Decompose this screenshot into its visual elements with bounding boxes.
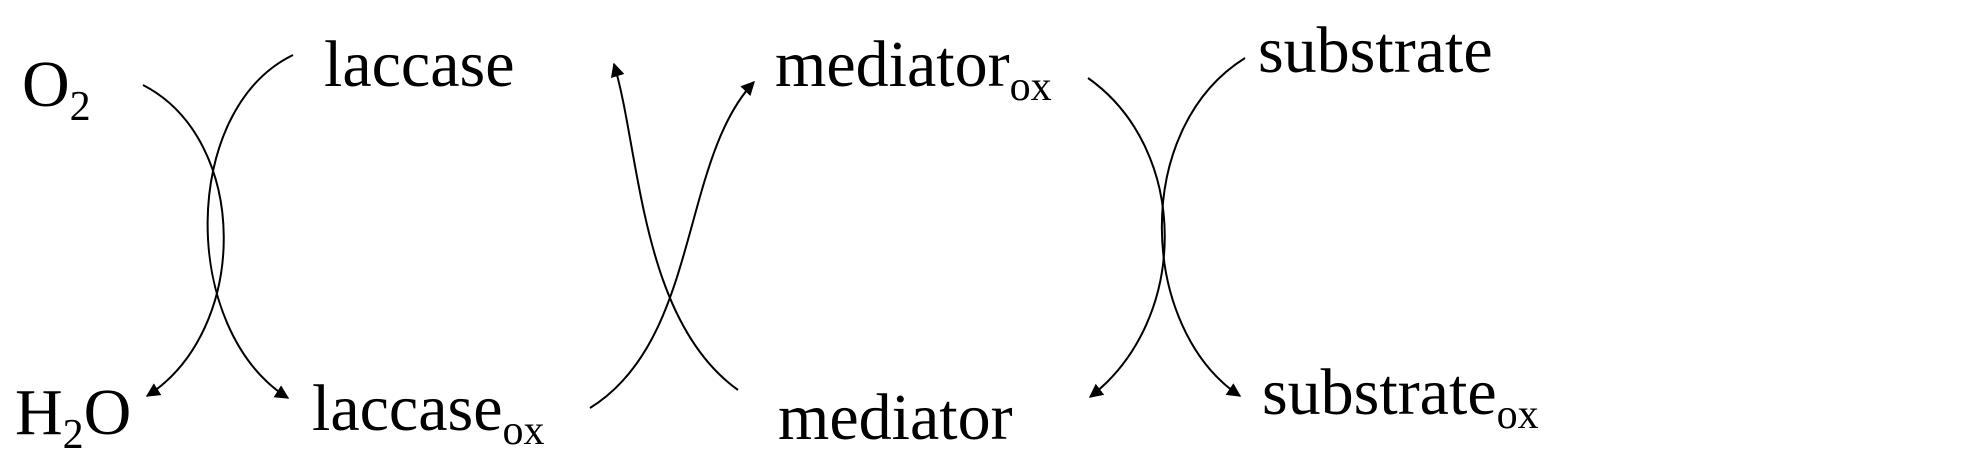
- arrow-o2-to-h2o: [142, 84, 225, 397]
- arrow-laccase-ox-to-laccase: [610, 62, 739, 391]
- label-mediator-ox: mediatorox: [775, 28, 1052, 110]
- arrow-mediator-to-mediator-ox: [589, 80, 755, 409]
- arrow-mediator-ox-to-mediator: [1087, 77, 1166, 398]
- label-laccase: laccase: [324, 28, 515, 101]
- label-laccase-ox: laccaseox: [312, 372, 545, 454]
- arrow-substrate-to-substrate-ox: [1160, 57, 1246, 397]
- label-substrate: substrate: [1258, 14, 1493, 87]
- label-mediator: mediator: [778, 381, 1013, 454]
- label-substrate-ox: substrateox: [1262, 356, 1539, 438]
- label-o2: O2: [22, 48, 91, 130]
- label-h2o: H2O: [15, 376, 132, 458]
- arrow-laccase-to-laccase-ox: [206, 54, 294, 399]
